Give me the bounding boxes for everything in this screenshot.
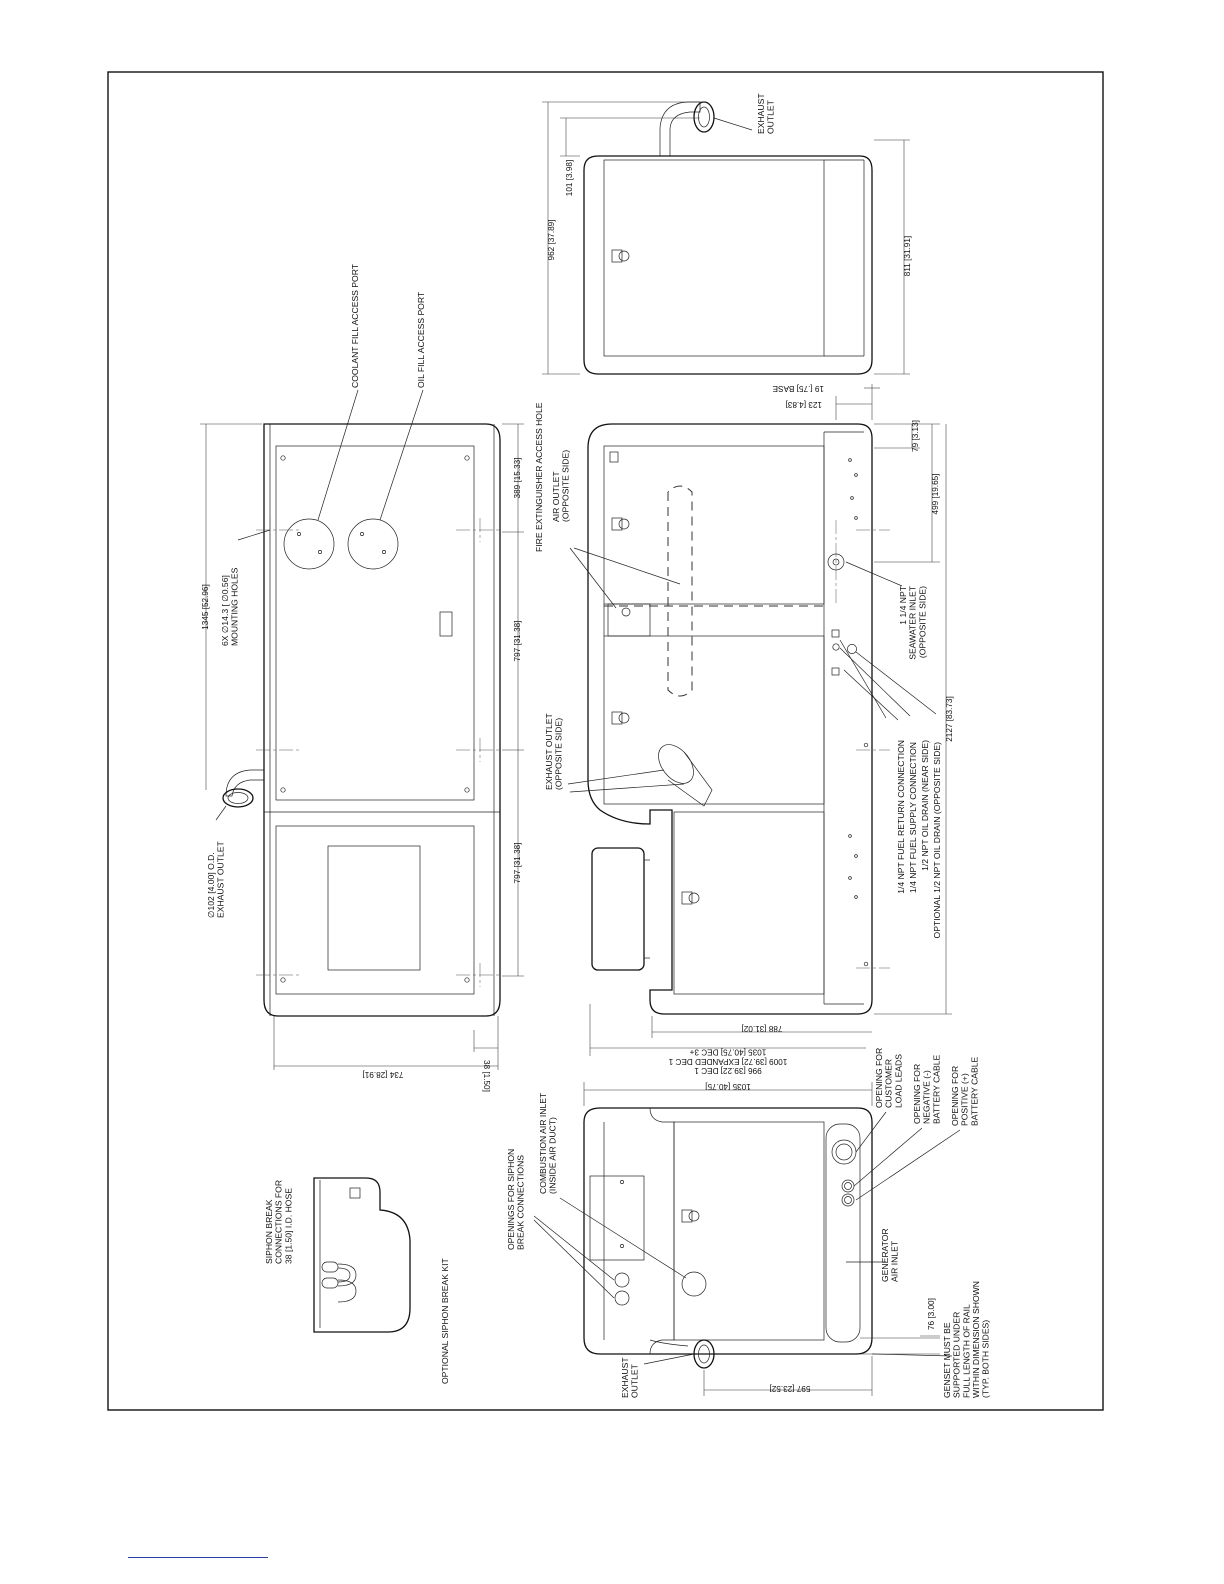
genset-support-label: GENSET MUST BESUPPORTED UNDERFULL LENGTH… (942, 1281, 991, 1398)
siphon-connections-label: SIPHON BREAKCONNECTIONS FOR38 [1.50] I.D… (264, 1180, 293, 1264)
dim-499: 499 [19.65] (931, 474, 940, 515)
fuel-supply-label: 1/4 NPT FUEL SUPPLY CONNECTION (908, 742, 918, 893)
oil-drain-opposite-label: OPTIONAL 1/2 NPT OIL DRAIN (OPPOSITE SID… (932, 742, 942, 939)
dim-base: 19 [.75] BASE (772, 384, 824, 393)
exhaust-outlet-ellipse (222, 788, 254, 808)
air-outlet-label: AIR OUTLET(OPPOSITE SIDE) (551, 450, 571, 522)
exhaust-outlet-left-label: EXHAUSTOUTLET (620, 1357, 640, 1398)
negative-cable-label: OPENING FORNEGATIVE (-)BATTERY CABLE (912, 1054, 941, 1124)
coolant-port-circle (283, 518, 335, 570)
mounting-holes-label: 6X ∅14.3 [ ∅0.56]MOUNTING HOLES (220, 567, 240, 646)
combustion-air-inlet-circle (681, 1271, 707, 1297)
end-view-left (533, 1082, 961, 1396)
dim-2127: 2127 [83.73] (945, 696, 954, 742)
top-view (200, 389, 524, 1070)
labels: ∅102 [4.00] O.D.EXHAUST OUTLET 6X ∅14.3 … (201, 93, 991, 1398)
dim-38: 38 [1.50] (482, 1060, 491, 1092)
siphon-kit-title: OPTIONAL SIPHON BREAK KIT (440, 1257, 450, 1384)
fire-extinguisher-plate (607, 603, 651, 637)
exhaust-outlet-top-label: ∅102 [4.00] O.D.EXHAUST OUTLET (206, 841, 226, 918)
oil-port-label: OIL FILL ACCESS PORT (416, 291, 426, 388)
fuel-return-label: 1/4 NPT FUEL RETURN CONNECTION (896, 740, 906, 894)
drawing-frame (107, 71, 1104, 1411)
dim-123: 123 [4.83] (786, 400, 822, 409)
side-view (567, 384, 952, 1056)
dim-788: 788 [31.02] (742, 1024, 783, 1033)
dim-597: 597 [23.52] (770, 1384, 811, 1393)
dim-76: 76 [3.00] (927, 1298, 936, 1330)
dim-962: 962 [37.89] (547, 220, 556, 261)
dim-797b: 797 [31.38] (513, 843, 522, 884)
dim-389: 389 [15.33] (513, 458, 522, 499)
coolant-port-label: COOLANT FILL ACCESS PORT (350, 263, 360, 388)
dim-734: 734 [28.91] (363, 1070, 404, 1079)
footer-rule (128, 1557, 268, 1558)
combustion-air-label: COMBUSTION AIR INLET(INSIDE AIR DUCT) (538, 1092, 558, 1194)
siphon-kit-detail (313, 1177, 411, 1333)
dim-1035: 1035 [40.75] (705, 1082, 751, 1091)
siphon-openings-label: OPENINGS FOR SIPHONBREAK CONNECTIONS (506, 1149, 526, 1250)
dim-depths: 996 [39.22] DEC 11009 [39.72] EXPANDED D… (668, 1048, 787, 1075)
exhaust-opposite-label: EXHAUST OUTLET(OPPOSITE SIDE) (544, 713, 564, 790)
dim-797a: 797 [31.38] (513, 621, 522, 662)
generator-air-label: GENERATORAIR INLET (880, 1228, 900, 1282)
dim-101: 101 [3.98] (565, 160, 574, 196)
dim-79: 79 [3.13] (911, 420, 920, 452)
exhaust-outlet-right-label: EXHAUSTOUTLET (756, 93, 776, 134)
fire-extinguisher-label: FIRE EXTINGUISHER ACCESS HOLE (534, 402, 544, 552)
dim-1345: 1345 [52.96] (201, 584, 210, 630)
oil-drain-near-label: 1/2 NPT OIL DRAIN (NEAR SIDE) (920, 740, 930, 871)
positive-cable-label: OPENING FORPOSITIVE (+)BATTERY CABLE (950, 1056, 979, 1126)
seawater-inlet-label: 1 1/4 NPTSEAWATER INLET(OPPOSITE SIDE) (898, 585, 927, 659)
end-view-right (542, 101, 910, 375)
dim-811: 811 [31.91] (903, 236, 912, 276)
oil-port-circle (347, 518, 399, 570)
customer-leads-label: OPENING FORCUSTOMERLOAD LEADS (874, 1048, 903, 1108)
